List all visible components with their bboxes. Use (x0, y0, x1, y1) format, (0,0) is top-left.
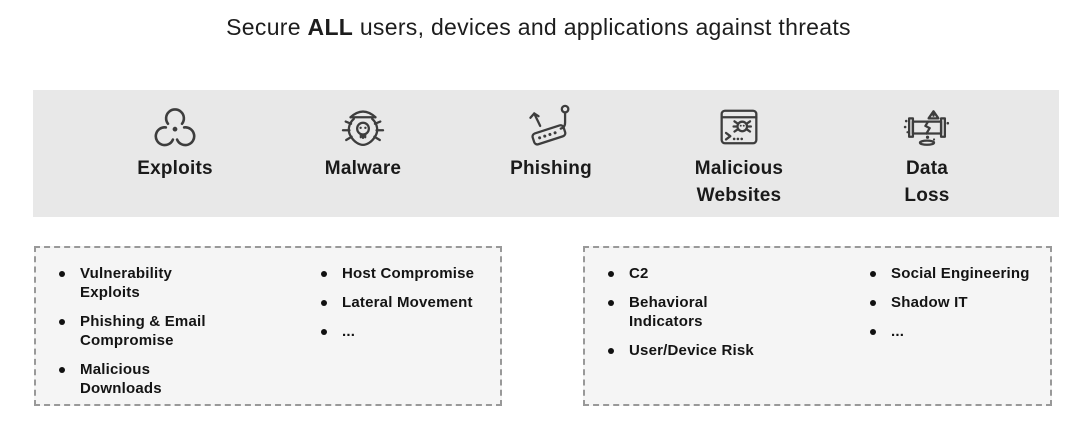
threat-label: Data Loss (904, 158, 950, 206)
threat-label: Malware (324, 158, 402, 179)
browser-bug-icon (713, 101, 765, 153)
threat-item-data-loss: Data Loss (833, 101, 1021, 217)
list-item: Phishing & Email Compromise (57, 312, 230, 350)
malware-bug-skull-icon (337, 101, 389, 153)
detail-box-left: Vulnerability Exploits Phishing & Email … (34, 246, 502, 406)
list-item: Vulnerability Exploits (57, 264, 230, 302)
detail-list-left-col2: Host Compromise Lateral Movement ... (298, 264, 500, 404)
detail-list-right-col2: Social Engineering Shadow IT ... (847, 264, 1050, 404)
list-item: Social Engineering (868, 264, 1050, 283)
title-emphasis: ALL (307, 14, 354, 40)
list-item: Malicious Downloads (57, 360, 230, 398)
threat-label: Exploits (137, 158, 213, 179)
threat-item-malware: Malware (269, 101, 457, 217)
list-item: Lateral Movement (319, 293, 500, 312)
threat-label: Phishing (510, 158, 592, 179)
list-item: Shadow IT (868, 293, 1050, 312)
threat-category-bar: Exploits Malware (33, 90, 1059, 217)
list-item: User/Device Risk (606, 341, 779, 360)
biohazard-icon (149, 101, 201, 153)
list-item: Host Compromise (319, 264, 500, 283)
list-item: ... (868, 322, 1050, 341)
threat-item-phishing: Phishing (457, 101, 645, 217)
detail-list-right-col1: C2 Behavioral Indicators User/Device Ris… (585, 264, 847, 404)
page-title: Secure ALL users, devices and applicatio… (0, 14, 1077, 41)
threat-label: Malicious Websites (694, 158, 784, 206)
leaking-pipe-icon (901, 101, 953, 153)
threat-item-malicious-websites: Malicious Websites (645, 101, 833, 217)
list-item: C2 (606, 264, 779, 283)
list-item: ... (319, 322, 500, 341)
threat-item-exploits: Exploits (81, 101, 269, 217)
phishing-hook-credentials-icon (525, 101, 577, 153)
list-item: Behavioral Indicators (606, 293, 779, 331)
detail-list-left-col1: Vulnerability Exploits Phishing & Email … (36, 264, 298, 404)
detail-box-right: C2 Behavioral Indicators User/Device Ris… (583, 246, 1052, 406)
title-suffix: users, devices and applications against … (353, 14, 851, 40)
title-prefix: Secure (226, 14, 308, 40)
